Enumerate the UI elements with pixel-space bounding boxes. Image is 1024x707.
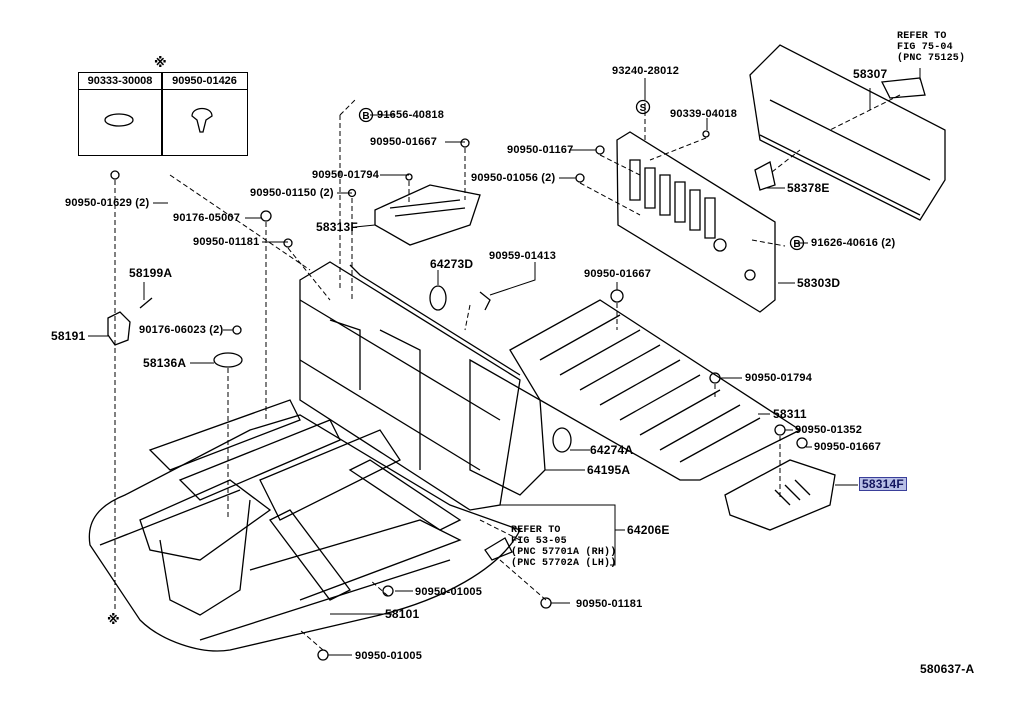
part-label-91656-40818[interactable]: 91656-40818 bbox=[377, 109, 445, 121]
part-label-91626-40616[interactable]: 91626-40616 (2) bbox=[811, 237, 896, 249]
part-label-90950-01629[interactable]: 90950-01629 (2) bbox=[65, 197, 150, 209]
part-label-90950-01150[interactable]: 90950-01150 (2) bbox=[250, 187, 334, 199]
legend-divider bbox=[161, 73, 163, 155]
part-label-58378E[interactable]: 58378E bbox=[787, 181, 830, 195]
refer-note-line: (PNC 57701A (RH)) bbox=[511, 547, 617, 558]
part-label-58303D[interactable]: 58303D bbox=[797, 276, 841, 290]
part-label-90950-01794-top[interactable]: 90950-01794 bbox=[312, 169, 380, 181]
marker-s bbox=[635, 99, 651, 115]
part-label-58101[interactable]: 58101 bbox=[385, 607, 420, 621]
refer-note-bottom[interactable]: REFER TO FIG 53-05 (PNC 57701A (RH)) (PN… bbox=[511, 525, 616, 569]
refer-note-line: (PNC 57702A (LH)) bbox=[511, 558, 617, 569]
part-label-90950-01056[interactable]: 90950-01056 (2) bbox=[471, 172, 556, 184]
refer-note-line: REFER TO bbox=[511, 525, 561, 536]
legend-table: 90333-30008 90950-01426 bbox=[78, 72, 248, 156]
part-label-90950-01667-top[interactable]: 90950-01667 bbox=[370, 136, 438, 148]
part-label-90950-01167[interactable]: 90950-01167 bbox=[507, 144, 574, 156]
marker-b-top-label: B bbox=[362, 111, 369, 122]
refer-note-line: FIG 75-04 bbox=[897, 42, 953, 53]
marker-b-right-label: B bbox=[793, 239, 800, 250]
marker-b-top bbox=[358, 107, 374, 123]
panel-58307-outline bbox=[749, 44, 946, 221]
bottom-symbol: ※ bbox=[107, 612, 120, 627]
part-label-90950-01181-top[interactable]: 90950-01181 bbox=[193, 236, 260, 248]
part-label-90950-01667-right[interactable]: 90950-01667 bbox=[814, 441, 882, 453]
cover-58313F-outline bbox=[374, 184, 481, 246]
floor-58311-outline bbox=[509, 299, 802, 481]
part-label-58307[interactable]: 58307 bbox=[853, 67, 888, 81]
part-label-58313F[interactable]: 58313F bbox=[316, 220, 358, 234]
refer-note-line: REFER TO bbox=[897, 31, 947, 42]
cover-58314F-outline bbox=[724, 459, 836, 531]
panel-58303D-outline bbox=[616, 131, 776, 313]
legend-col-2[interactable]: 90950-01426 bbox=[162, 73, 247, 90]
o-ring-icon bbox=[104, 113, 134, 127]
part-label-93240-28012[interactable]: 93240-28012 bbox=[612, 65, 680, 77]
part-label-90950-01794-right[interactable]: 90950-01794 bbox=[745, 372, 813, 384]
part-label-90959-01413[interactable]: 90959-01413 bbox=[489, 250, 557, 262]
part-label-58199A[interactable]: 58199A bbox=[129, 266, 173, 280]
rear-panel-outline bbox=[299, 261, 521, 511]
legend-symbol: ※ bbox=[154, 55, 167, 70]
part-label-64195A[interactable]: 64195A bbox=[587, 463, 631, 477]
part-label-90950-01005-mid[interactable]: 90950-01005 bbox=[415, 586, 483, 598]
part-label-90950-01352[interactable]: 90950-01352 bbox=[795, 424, 863, 436]
diagram-id: 580637-A bbox=[920, 662, 975, 676]
part-label-90339-04018[interactable]: 90339-04018 bbox=[670, 108, 738, 120]
part-label-64274A[interactable]: 64274A bbox=[590, 443, 634, 457]
push-clip-icon bbox=[191, 107, 213, 133]
refer-note-line: (PNC 75125) bbox=[897, 53, 966, 64]
marker-s-label: S bbox=[640, 103, 647, 114]
part-label-90950-01181-bottom[interactable]: 90950-01181 bbox=[576, 598, 643, 610]
part-label-90176-05007[interactable]: 90176-05007 bbox=[173, 212, 241, 224]
part-label-90176-06023[interactable]: 90176-06023 (2) bbox=[139, 324, 224, 336]
part-label-58191[interactable]: 58191 bbox=[51, 329, 86, 343]
refer-note-top-right[interactable]: REFER TO FIG 75-04 (PNC 75125) bbox=[897, 31, 965, 64]
refer-note-line: FIG 53-05 bbox=[511, 536, 567, 547]
part-label-90950-01667-mid[interactable]: 90950-01667 bbox=[584, 268, 652, 280]
part-label-58136A[interactable]: 58136A bbox=[143, 356, 187, 370]
part-label-64273D[interactable]: 64273D bbox=[430, 257, 474, 271]
part-label-58314F-highlighted[interactable]: 58314F bbox=[859, 477, 907, 491]
part-label-90950-01005-bottom[interactable]: 90950-01005 bbox=[355, 650, 423, 662]
part-label-64206E[interactable]: 64206E bbox=[627, 523, 670, 537]
floor-pan-outline bbox=[88, 414, 521, 652]
legend-col-1[interactable]: 90333-30008 bbox=[79, 73, 162, 90]
marker-b-right bbox=[789, 235, 805, 251]
part-label-58311[interactable]: 58311 bbox=[773, 407, 807, 421]
